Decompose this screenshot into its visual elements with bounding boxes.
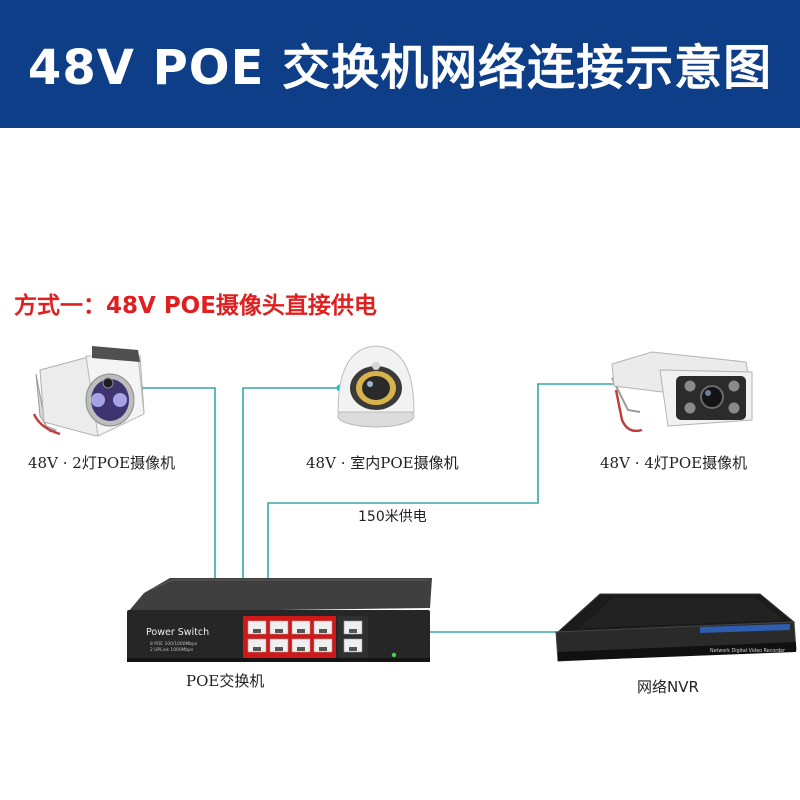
poe-port-7-latch bbox=[297, 647, 305, 651]
uplink-port-2 bbox=[343, 638, 363, 653]
power-led-icon bbox=[391, 652, 397, 658]
nvr-accent-strip bbox=[700, 624, 790, 633]
nvr-device-icon: Network Digital Video Recorder bbox=[555, 593, 797, 662]
bullet-camera-2-led-icon bbox=[32, 346, 145, 437]
nvr-label: 网络NVR bbox=[637, 678, 699, 696]
connection-lines bbox=[140, 383, 625, 633]
link-camera-2 bbox=[242, 387, 340, 578]
uplink-port-1-latch bbox=[349, 629, 357, 633]
poe-port-6-latch bbox=[275, 647, 283, 651]
dome-camera-icon bbox=[337, 345, 415, 428]
page-title: 48V POE 交换机网络连接示意图 bbox=[27, 40, 773, 96]
poe-port-5 bbox=[247, 638, 267, 653]
poe-ports bbox=[247, 620, 333, 653]
poe-port-1 bbox=[247, 620, 267, 635]
uplink-port-1 bbox=[343, 620, 363, 635]
uplink-port-2-latch bbox=[349, 647, 357, 651]
bullet-camera-4-led-icon bbox=[611, 351, 753, 433]
nvr-face-text: Network Digital Video Recorder bbox=[710, 648, 785, 654]
camera-2-label: 48V · 室内POE摄像机 bbox=[306, 454, 459, 472]
poe-port-7 bbox=[291, 638, 311, 653]
poe-port-5-latch bbox=[253, 647, 261, 651]
poe-port-4-latch bbox=[319, 629, 327, 633]
poe-port-6 bbox=[269, 638, 289, 653]
switch-face-spec-2: 2 UPLink 1000Mbps bbox=[150, 647, 194, 653]
poe-port-2-latch bbox=[275, 629, 283, 633]
camera-3-label: 48V · 4灯POE摄像机 bbox=[600, 454, 748, 472]
poe-port-1-latch bbox=[253, 629, 261, 633]
link-camera-3 bbox=[267, 383, 625, 578]
poe-port-3 bbox=[291, 620, 311, 635]
poe-port-8 bbox=[313, 638, 333, 653]
poe-port-8-latch bbox=[319, 647, 327, 651]
poe-port-2 bbox=[269, 620, 289, 635]
switch-label: POE交换机 bbox=[186, 672, 265, 690]
method-title: 方式一：48V POE摄像头直接供电 bbox=[14, 293, 377, 319]
switch-face-spec-1: 8 POE 100/1000Mbps bbox=[150, 641, 198, 647]
header-banner: 48V POE 交换机网络连接示意图 bbox=[0, 0, 800, 128]
switch-face-title: Power Switch bbox=[146, 627, 209, 638]
camera-1-label: 48V · 2灯POE摄像机 bbox=[28, 454, 176, 472]
uplink-ports bbox=[343, 620, 363, 653]
poe-port-4 bbox=[313, 620, 333, 635]
poe-switch-icon: Power Switch 8 POE 100/1000Mbps 2 UPLink… bbox=[127, 578, 432, 662]
distance-label: 150米供电 bbox=[358, 509, 427, 525]
link-camera-1 bbox=[140, 387, 216, 578]
poe-port-3-latch bbox=[297, 629, 305, 633]
